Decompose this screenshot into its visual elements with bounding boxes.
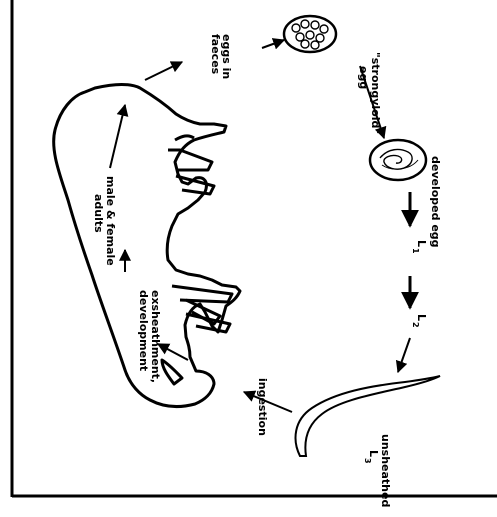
label-l3-main: L bbox=[367, 450, 380, 457]
label-ingestion: ingestion bbox=[256, 378, 269, 436]
label-l1: L 1 bbox=[411, 240, 428, 254]
egg-cluster-icon bbox=[284, 16, 336, 52]
label-eggs-in-faeces-2: faeces bbox=[209, 34, 222, 75]
label-developed-egg: developed egg bbox=[429, 156, 442, 248]
frame bbox=[12, 0, 497, 497]
label-l2-sub: 2 bbox=[411, 322, 420, 328]
diagram-labels: eggs in faeces "strongyloid" egg develop… bbox=[92, 34, 442, 507]
label-strongyloid-egg-1: "strongyloid" bbox=[369, 52, 382, 134]
label-exsheathment-2: development bbox=[137, 290, 150, 371]
label-l3: L 3 bbox=[363, 450, 380, 464]
label-strongyloid-egg-2: egg bbox=[357, 66, 370, 89]
label-l3-sub: 3 bbox=[363, 458, 372, 464]
label-unsheathed: unsheathed bbox=[379, 434, 392, 507]
larva-icon bbox=[296, 376, 440, 456]
label-l1-sub: 1 bbox=[411, 248, 420, 254]
label-l2-main: L bbox=[415, 314, 428, 321]
label-l2: L 2 bbox=[411, 314, 428, 328]
label-adults-2: adults bbox=[92, 194, 105, 233]
developed-egg-icon bbox=[370, 140, 426, 180]
label-l1-main: L bbox=[415, 240, 428, 247]
